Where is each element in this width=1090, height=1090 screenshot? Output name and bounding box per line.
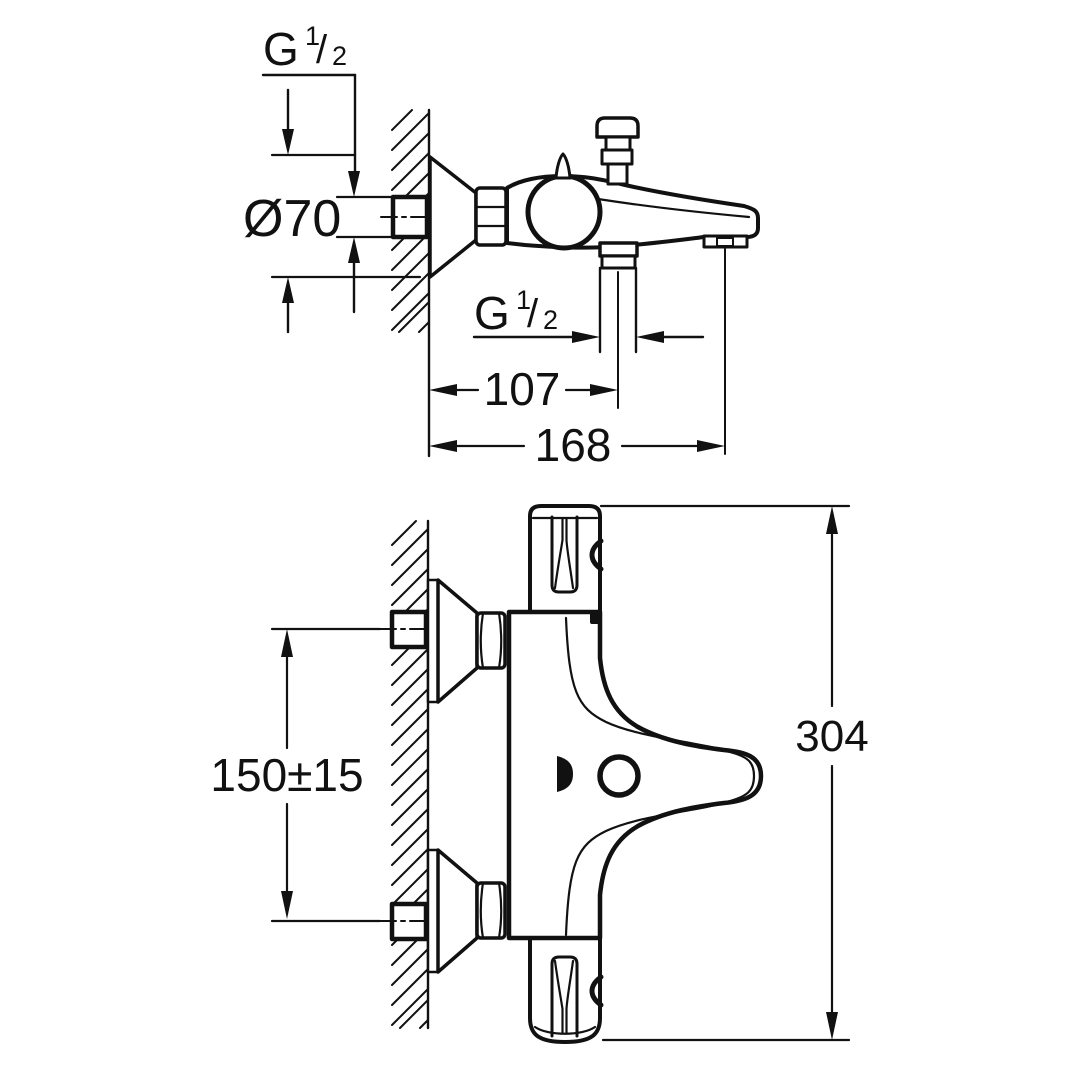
upper-supply-connection [270, 578, 507, 704]
button-indicator-ring [597, 754, 641, 798]
arrowhead-left [429, 440, 457, 452]
label-dim-168: 168 [535, 419, 612, 471]
g12-denominator: 2 [543, 305, 558, 335]
g12-numerator: 1 [516, 285, 531, 315]
grip-groove-funnel [553, 959, 575, 1035]
spout-inner-contour [564, 616, 756, 937]
hatch-lines [391, 520, 429, 1029]
union-hex-nut [475, 881, 507, 940]
spout-inner-line [596, 197, 751, 219]
shower-nipple-sides [598, 266, 638, 354]
escutcheon-cone [436, 578, 479, 704]
diverter-knob [595, 116, 640, 186]
dim-168 [429, 248, 726, 455]
diverter-cap [595, 116, 640, 139]
set-screw-mark [590, 612, 601, 624]
shower-outlet-thread [600, 254, 637, 270]
fitting-extension-lines [335, 195, 395, 239]
arrowhead-down [281, 891, 293, 919]
aerator-insert [716, 237, 734, 247]
label-dim-107: 107 [484, 363, 561, 415]
diverter-neck [604, 135, 632, 152]
grip-groove-funnel [553, 517, 575, 590]
annotation-labels: G 1 / 2 Ø70 G 1 / 2 107 168 150±15 304 [210, 21, 868, 801]
g12-denominator: 2 [332, 41, 347, 71]
handle-outline [528, 504, 602, 614]
label-escutcheon-diameter: Ø70 [243, 190, 341, 248]
arrowhead-left [429, 384, 457, 396]
hex-nut-facets [479, 611, 503, 670]
dim-escutcheon-diameter [270, 88, 422, 334]
lever-mark [557, 756, 573, 792]
arrowhead-down [282, 129, 294, 155]
label-dim-304: 304 [795, 712, 868, 761]
arrowhead-right [572, 331, 600, 343]
diverter-collar [600, 148, 634, 166]
diverter-handle-front [528, 504, 604, 614]
arrowhead-down [826, 1012, 838, 1040]
dim-107 [429, 271, 619, 409]
handle-outline [528, 936, 602, 1044]
hex-nut-facets [474, 205, 508, 228]
hex-nut-facets [479, 881, 503, 940]
g12-slash: / [316, 28, 328, 72]
grip-groove-outline [550, 955, 579, 1038]
arrowhead-right [590, 384, 618, 396]
grip-notch [589, 974, 604, 1008]
union-hex-nut [475, 611, 507, 670]
escutcheon-cone [436, 848, 479, 974]
spout-aerator [702, 234, 749, 249]
escutcheon-cone [428, 155, 478, 279]
union-hex-nut [474, 186, 508, 247]
label-g12-wall: G 1 / 2 [263, 21, 347, 75]
g12-slash: / [527, 292, 539, 336]
arrowhead-right [697, 440, 725, 452]
arrowhead-up [826, 506, 838, 534]
shower-outlet-boss [598, 241, 639, 258]
dim-150 [281, 629, 293, 919]
handle-cap-arc [533, 1025, 597, 1035]
label-g12-shower: G 1 / 2 [474, 285, 558, 339]
lower-supply-connection [270, 848, 507, 974]
label-dim-150: 150±15 [210, 749, 363, 801]
front-view [270, 504, 851, 1044]
grip-groove-outline [550, 515, 579, 594]
arrowhead-up [282, 277, 294, 303]
shower-outlet [598, 241, 639, 354]
g12-base: G [474, 287, 510, 339]
arrowhead-left [636, 331, 664, 343]
wall-section-hatching-front [391, 520, 429, 1029]
dim-304 [599, 504, 851, 1042]
arrowhead-up [348, 237, 360, 263]
grip-notch [589, 538, 604, 572]
top-view-side-profile [261, 73, 760, 458]
temperature-handle-front [528, 936, 604, 1044]
dim-g12-shower-outlet [472, 331, 705, 343]
diverter-stem [606, 162, 629, 186]
thermostat-knob-profile [525, 173, 603, 251]
g12-base: G [263, 23, 299, 75]
g12-numerator: 1 [305, 21, 320, 51]
arrowhead-down [348, 171, 360, 197]
arrowhead-up [281, 629, 293, 657]
temperature-lever-nub [554, 152, 572, 180]
